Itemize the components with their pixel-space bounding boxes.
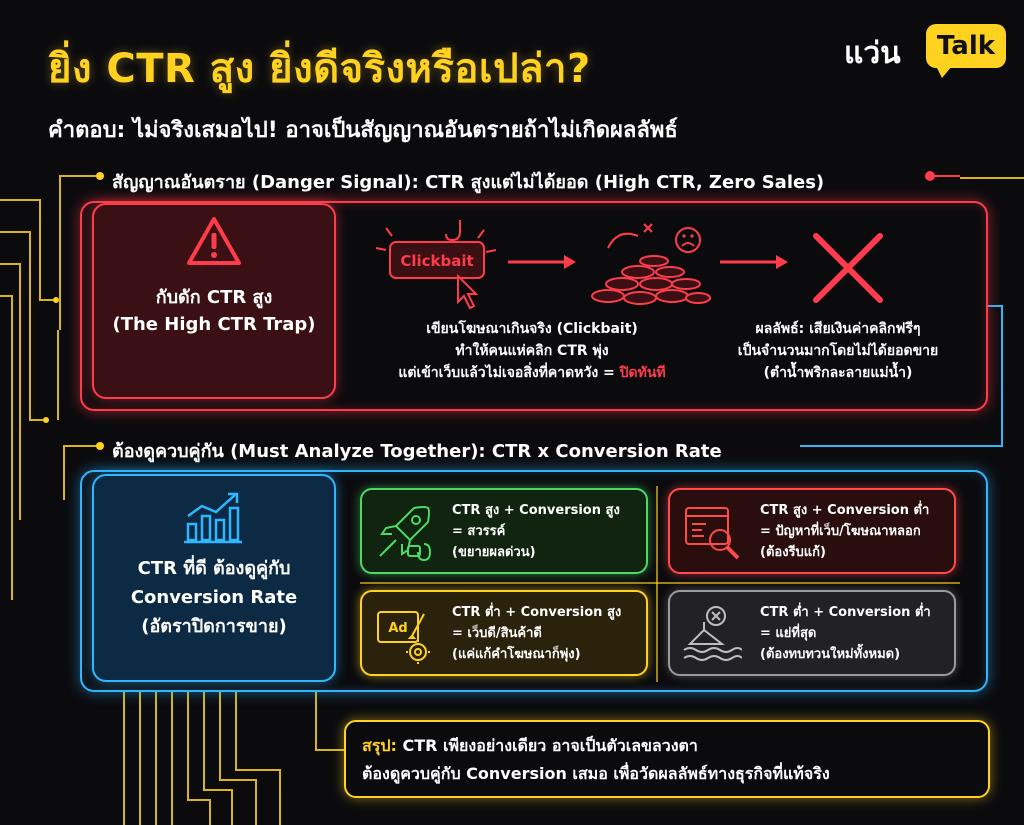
clickbait-desc-line3: แต่เข้าเว็บแล้วไม่เจอสิ่งที่คาดหวัง = ปิ… bbox=[352, 362, 712, 384]
good-ctr-title-line2: Conversion Rate bbox=[130, 587, 298, 608]
warning-icon bbox=[187, 217, 241, 265]
quadrant-action: (ต้องรีบแก้) bbox=[760, 545, 826, 560]
quadrant-text: CTR สูง + Conversion ต่ำ = ปัญหาที่เว็บ/… bbox=[760, 500, 956, 563]
quadrant-low-ctr-high-conversion: Ad CTR ต่ำ + Conversion สูง = เว็บดี/สิน… bbox=[360, 590, 648, 676]
page-title: ยิ่ง CTR สูง ยิ่งดีจริงหรือเปล่า? bbox=[48, 46, 591, 92]
brand-logo: แว่น Talk bbox=[844, 22, 1008, 78]
coin-pile-sad-face-icon bbox=[591, 223, 711, 305]
clickbait-desc-line3-prefix: แต่เข้าเว็บแล้วไม่เจอสิ่งที่คาดหวัง = bbox=[398, 365, 620, 381]
fail-x-icon bbox=[813, 233, 883, 303]
quadrant-verdict: = แย่ที่สุด bbox=[760, 626, 817, 641]
rocket-money-icon bbox=[379, 506, 432, 562]
summary-line1: สรุป: CTR เพียงอย่างเดียว อาจเป็นตัวเลขล… bbox=[362, 734, 698, 759]
quadrant-action: (แค่แก้คำโฆษณาก็พุ่ง) bbox=[452, 647, 581, 662]
result-desc-line3: (ตำน้ำพริกละลายแม่น้ำ) bbox=[763, 365, 913, 381]
trap-title-line1: กับดัก CTR สูง bbox=[155, 287, 273, 308]
danger-panel bbox=[80, 201, 988, 411]
quadrant-action: (ต้องทบทวนใหม่ทั้งหมด) bbox=[760, 647, 901, 662]
result-desc-line2: เป็นจำนวนมากโดยไม่ได้ยอดขาย bbox=[737, 343, 939, 359]
clickbait-hook-icon: Clickbait bbox=[375, 220, 497, 310]
ad-gear-icon: Ad bbox=[377, 611, 430, 664]
matrix-divider-vertical bbox=[656, 486, 658, 682]
arrow-right-icon bbox=[508, 255, 576, 269]
clickbait-desc-line2: ทำให้คนแห่คลิก CTR พุ่ง bbox=[455, 343, 609, 359]
analyze-section-heading: ต้องดูควบคู่กัน (Must Analyze Together):… bbox=[112, 441, 722, 462]
quadrant-condition: CTR ต่ำ + Conversion ต่ำ bbox=[760, 605, 931, 620]
logo-text: แว่น bbox=[844, 36, 901, 71]
good-ctr-box bbox=[92, 474, 336, 682]
summary-label: สรุป: bbox=[362, 736, 397, 755]
good-ctr-title: CTR ที่ดี ต้องดูคู่กับ Conversion Rate (… bbox=[92, 554, 336, 641]
result-description: ผลลัพธ์: เสียเงินค่าคลิกฟรีๆ เป็นจำนวนมา… bbox=[704, 318, 972, 384]
analyze-panel bbox=[80, 470, 988, 692]
sinking-ship-icon bbox=[683, 606, 742, 661]
quadrant-text: CTR ต่ำ + Conversion ต่ำ = แย่ที่สุด (ต้… bbox=[760, 602, 956, 665]
bar-chart-growth-icon bbox=[184, 492, 242, 544]
svg-text:Ad: Ad bbox=[388, 621, 407, 636]
logo-speech-bubble: Talk bbox=[926, 24, 1006, 78]
summary-box bbox=[344, 720, 990, 798]
quadrant-condition: CTR สูง + Conversion สูง bbox=[452, 503, 620, 518]
good-ctr-title-line3: (อัตราปิดการขาย) bbox=[141, 616, 287, 637]
clickbait-description: เขียนโฆษณาเกินจริง (Clickbait) ทำให้คนแห… bbox=[352, 318, 712, 384]
webpage-magnifier-icon bbox=[685, 507, 740, 560]
clickbait-desc-line1: เขียนโฆษณาเกินจริง (Clickbait) bbox=[426, 321, 638, 337]
good-ctr-title-line1: CTR ที่ดี ต้องดูคู่กับ bbox=[137, 558, 291, 579]
page-subtitle: คำตอบ: ไม่จริงเสมอไป! อาจเป็นสัญญาณอันตร… bbox=[48, 118, 678, 143]
matrix-divider-horizontal bbox=[360, 582, 960, 584]
quadrant-high-ctr-high-conversion: CTR สูง + Conversion สูง = สวรรค์ (ขยายผ… bbox=[360, 488, 648, 574]
quadrant-text: CTR ต่ำ + Conversion สูง = เว็บดี/สินค้า… bbox=[452, 602, 648, 665]
trap-title: กับดัก CTR สูง (The High CTR Trap) bbox=[92, 284, 336, 338]
quadrant-verdict: = เว็บดี/สินค้าดี bbox=[452, 626, 542, 641]
quadrant-verdict: = สวรรค์ bbox=[452, 524, 506, 539]
quadrant-verdict: = ปัญหาที่เว็บ/โฆษณาหลอก bbox=[760, 524, 921, 539]
arrow-right-icon bbox=[720, 255, 788, 269]
quadrant-condition: CTR ต่ำ + Conversion สูง bbox=[452, 605, 622, 620]
trap-title-line2: (The High CTR Trap) bbox=[112, 314, 316, 335]
close-immediately-highlight: ปิดทันที bbox=[619, 365, 666, 381]
summary-line1-text: CTR เพียงอย่างเดียว อาจเป็นตัวเลขลวงตา bbox=[396, 736, 698, 755]
quadrant-text: CTR สูง + Conversion สูง = สวรรค์ (ขยายผ… bbox=[452, 500, 648, 563]
clickbait-label: Clickbait bbox=[400, 252, 473, 270]
danger-section-heading: สัญญาณอันตราย (Danger Signal): CTR สูงแต… bbox=[112, 172, 825, 193]
quadrant-low-ctr-low-conversion: CTR ต่ำ + Conversion ต่ำ = แย่ที่สุด (ต้… bbox=[668, 590, 956, 676]
result-desc-line1: ผลลัพธ์: เสียเงินค่าคลิกฟรีๆ bbox=[755, 321, 921, 337]
quadrant-condition: CTR สูง + Conversion ต่ำ bbox=[760, 503, 930, 518]
summary-line2: ต้องดูควบคู่กับ Conversion เสมอ เพื่อวัด… bbox=[362, 764, 830, 783]
quadrant-action: (ขยายผลด่วน) bbox=[452, 545, 536, 560]
quadrant-high-ctr-low-conversion: CTR สูง + Conversion ต่ำ = ปัญหาที่เว็บ/… bbox=[668, 488, 956, 574]
